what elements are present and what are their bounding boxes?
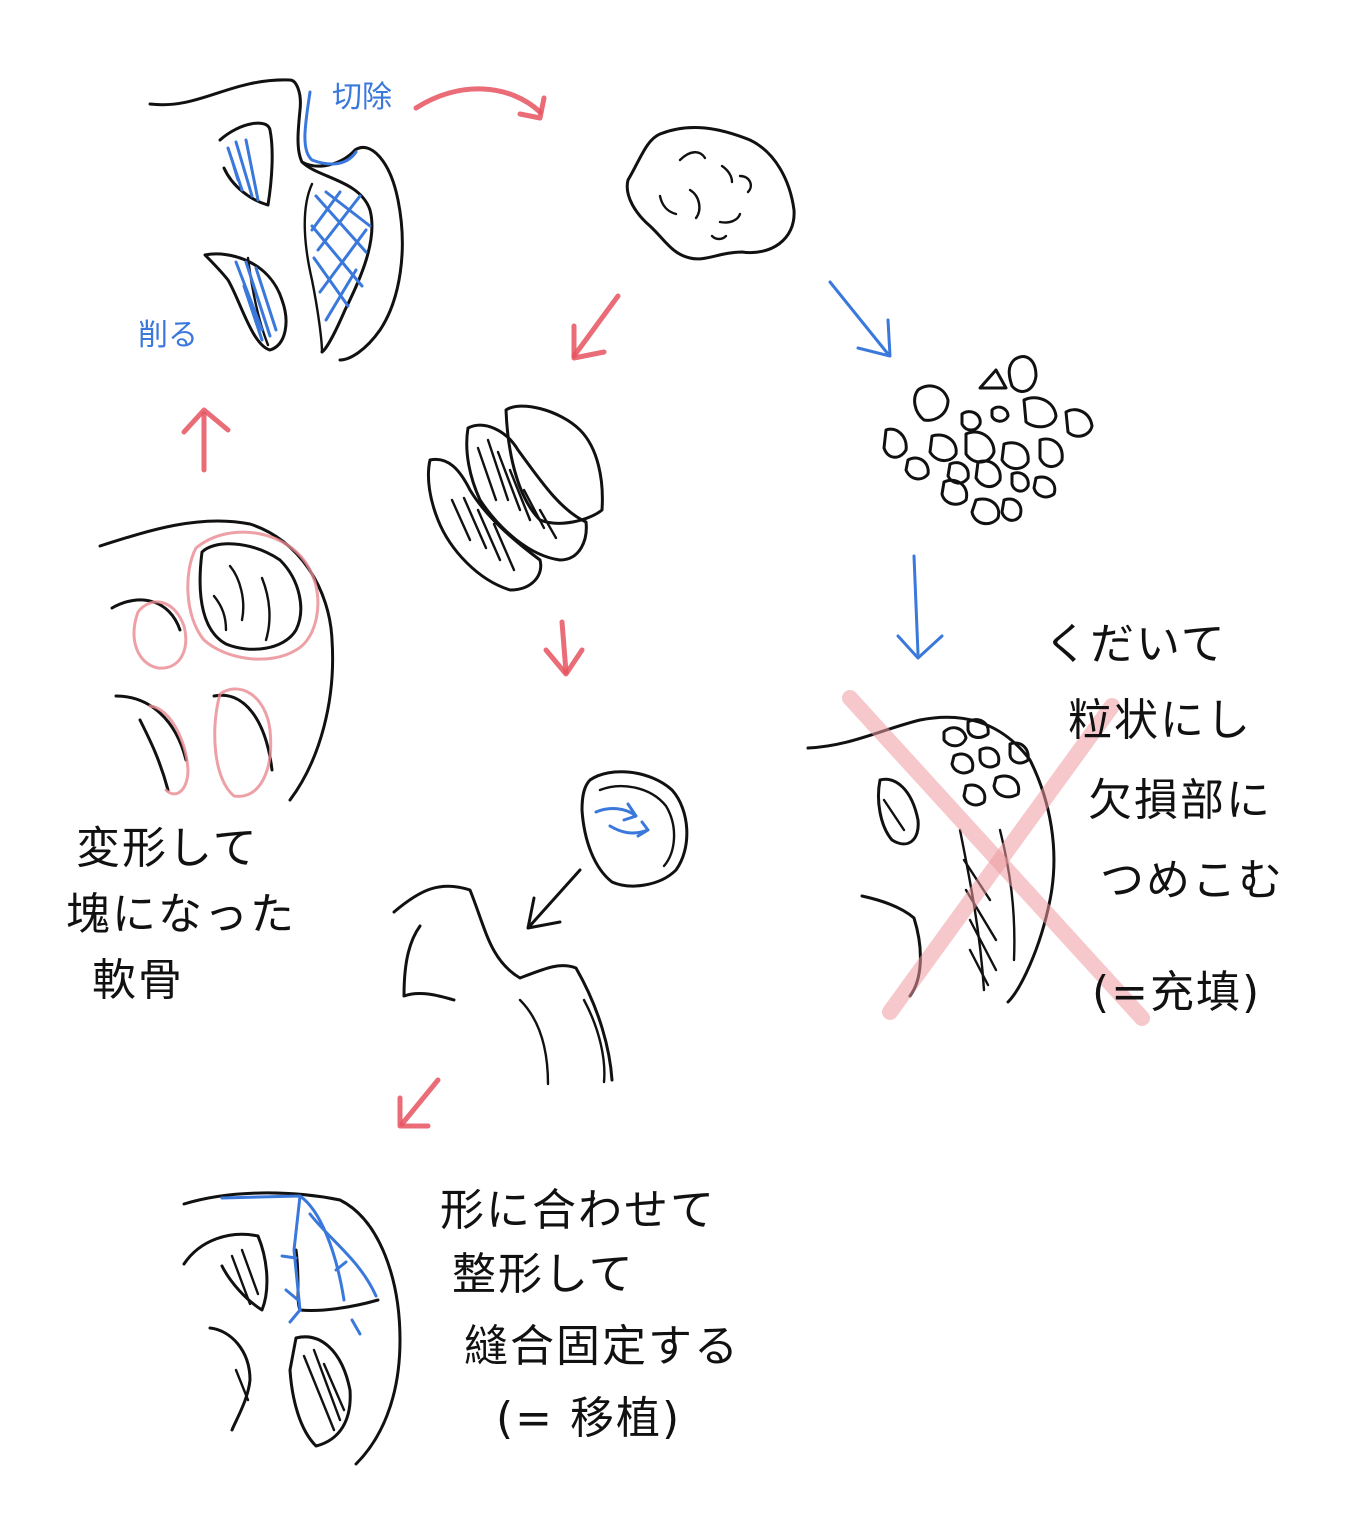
arrow-slices-to-piece — [543, 619, 585, 677]
note-left-line: 塊になった — [66, 889, 296, 940]
deformed-ear-sketch — [98, 519, 335, 802]
arrow-cut-to-block — [413, 86, 547, 121]
note-right-line: 粒状にし — [1068, 695, 1252, 746]
note-bottom-line: 整形して — [452, 1249, 635, 1300]
note-bottom-line: (= 移植) — [496, 1393, 682, 1444]
note-right-line: (=充填) — [1092, 967, 1262, 1018]
arrow-granules-to-filled-ear — [896, 554, 944, 660]
note-left-line: 変形して — [76, 823, 259, 874]
note-bottom-line: 形に合わせて — [440, 1185, 716, 1236]
granules-sketch — [882, 355, 1094, 526]
note-left-line: 軟骨 — [92, 955, 184, 1006]
arrow-up-to-top-left — [181, 407, 231, 473]
ear-top-left-sketch — [148, 78, 404, 362]
arrow-block-to-granules — [828, 280, 892, 358]
arrow-to-grafted-ear — [397, 1077, 441, 1129]
note-right-line: つめこむ — [1100, 855, 1284, 906]
note-bottom-line: 縫合固定する — [464, 1321, 740, 1372]
label-cut: 切除 — [332, 80, 392, 115]
arrow-block-to-slices — [571, 293, 621, 361]
filled-ear-sketch — [806, 690, 1150, 1026]
note-right-line: くだいて — [1044, 619, 1227, 670]
sliced-cartilage-sketch — [426, 404, 604, 592]
graft-piece-sketch — [392, 770, 689, 1086]
label-shave: 削る — [138, 318, 198, 353]
note-right-line: 欠損部に — [1088, 775, 1272, 826]
cartilage-block-sketch — [625, 125, 796, 261]
grafted-ear-sketch — [182, 1191, 402, 1466]
